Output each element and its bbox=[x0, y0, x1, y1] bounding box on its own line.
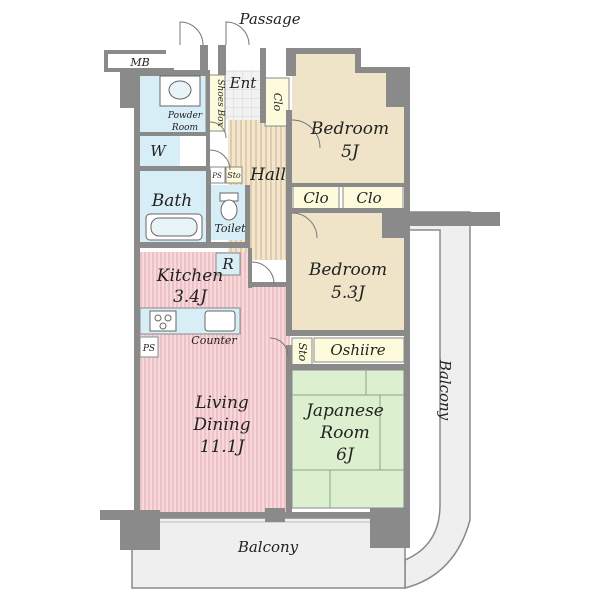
japanese-label-1: Japanese bbox=[303, 401, 384, 421]
bedroom-2-size: 5.3J bbox=[331, 283, 366, 303]
washer-area bbox=[140, 135, 180, 167]
kitchen-fixtures bbox=[149, 310, 236, 332]
living-label-1: Living bbox=[194, 393, 249, 413]
counter-label: Counter bbox=[191, 334, 237, 347]
ps-hall-label: PS bbox=[211, 172, 222, 180]
japanese-size: 6J bbox=[336, 445, 355, 465]
closet-a-label: Clo bbox=[303, 189, 328, 207]
kitchen-size: 3.4J bbox=[173, 287, 208, 307]
entrance-floor bbox=[225, 70, 265, 120]
toilet-fixture bbox=[219, 192, 239, 221]
storage-oshiire-label: Sto bbox=[296, 343, 309, 362]
balcony-right-label: Balcony bbox=[436, 359, 454, 421]
toilet-label: Toilet bbox=[214, 222, 246, 235]
refrigerator-label: R bbox=[221, 255, 233, 273]
washer-label: W bbox=[150, 142, 167, 160]
bedroom-2-label: Bedroom bbox=[308, 260, 387, 280]
bedroom-1-label: Bedroom bbox=[310, 119, 389, 139]
bedroom-1 bbox=[292, 52, 405, 185]
bathtub bbox=[145, 213, 203, 241]
japanese-room bbox=[291, 369, 405, 509]
ps-kitchen-label: PS bbox=[142, 344, 155, 354]
closet-b-label: Clo bbox=[356, 189, 381, 207]
living-label-2: Dining bbox=[192, 415, 250, 435]
kitchen-label: Kitchen bbox=[156, 266, 223, 286]
oshiire-label: Oshiire bbox=[330, 341, 385, 359]
living-size: 11.1J bbox=[200, 437, 246, 457]
powder-room-label-1: Powder bbox=[167, 111, 203, 121]
refrigerator bbox=[215, 252, 241, 276]
walls bbox=[100, 45, 500, 550]
mb-label: MB bbox=[129, 56, 149, 69]
closet-entry-label: Clo bbox=[271, 93, 284, 112]
bath-label: Bath bbox=[151, 191, 192, 211]
japanese-label-2: Room bbox=[319, 423, 369, 443]
door-swings bbox=[179, 21, 321, 357]
balcony-bottom-label: Balcony bbox=[237, 538, 299, 556]
storage-hall-label: Sto bbox=[227, 171, 241, 180]
storage-hall bbox=[225, 166, 243, 184]
closet-a bbox=[292, 185, 340, 211]
passage-label: Passage bbox=[238, 10, 300, 28]
tatami-lines bbox=[292, 370, 404, 508]
bedroom-1-size: 5J bbox=[341, 142, 360, 162]
wash-basin bbox=[159, 75, 201, 107]
hall-label: Hall bbox=[249, 165, 286, 185]
living-dining bbox=[140, 252, 290, 515]
powder-room-label-2: Room bbox=[171, 123, 198, 133]
entrance-label: Ent bbox=[229, 74, 258, 92]
shoes-box-label: Shoes Box bbox=[215, 79, 225, 126]
